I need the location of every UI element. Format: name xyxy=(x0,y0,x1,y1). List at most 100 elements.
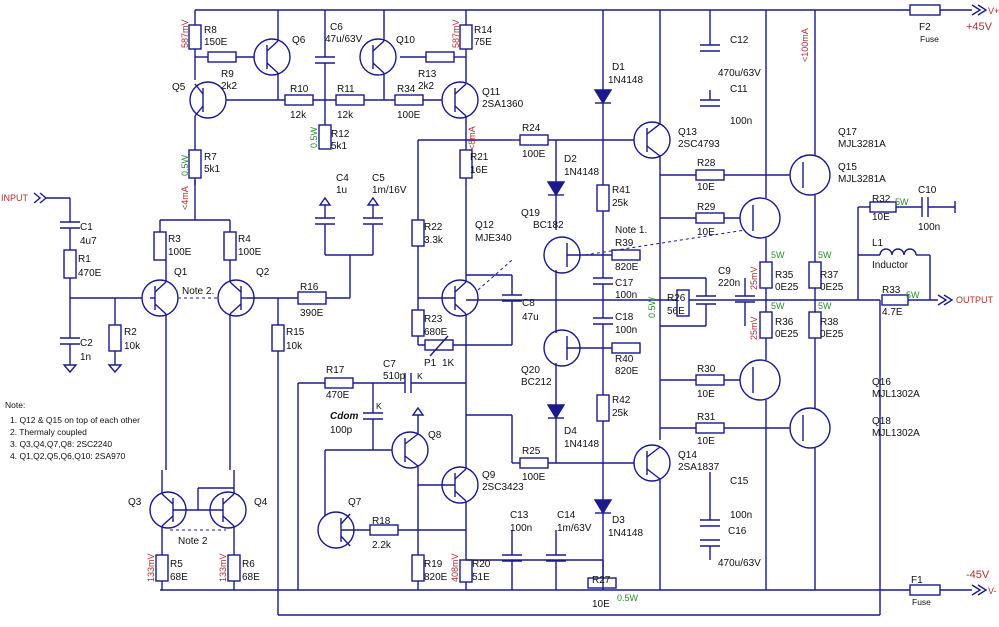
ma8-note: <8mA xyxy=(467,126,477,150)
r5 xyxy=(155,554,169,582)
c4-value: 1u xyxy=(336,185,347,196)
r10-value: 12k xyxy=(290,110,307,121)
c14-value: 1m/63V xyxy=(557,523,592,534)
l1 xyxy=(879,248,917,256)
r21-ref: R21 xyxy=(470,152,489,163)
q8-ref: Q8 xyxy=(428,430,442,441)
r18-ref: R18 xyxy=(372,516,391,527)
w05-r12-note: 0.5W xyxy=(309,126,319,148)
r10 xyxy=(284,94,314,106)
q16-symbol xyxy=(739,359,781,401)
fuse-f2-ref: F2 xyxy=(919,22,931,33)
r6 xyxy=(227,554,241,582)
r27 xyxy=(587,577,617,589)
c9-ref: C9 xyxy=(718,266,731,277)
q6-symbol xyxy=(253,38,291,76)
q13-ref: Q13 xyxy=(678,127,697,138)
w05-r26-note: 0.5W xyxy=(647,296,657,318)
q3-ref: Q3 xyxy=(128,497,142,508)
r1-value: 470E xyxy=(78,268,102,279)
c4-ref: C4 xyxy=(336,173,349,184)
d4-ref: D4 xyxy=(564,426,577,437)
note2-marker-top: Note 2. xyxy=(182,286,214,297)
r18-value: 2.2k xyxy=(372,540,392,551)
r6-value: 68E xyxy=(242,572,260,583)
r33-value: 4.7E xyxy=(882,307,903,318)
r34-ref: R34 xyxy=(397,84,416,95)
c8-value: 47u xyxy=(522,312,539,323)
r25-ref: R25 xyxy=(522,446,541,457)
q16-ref: Q16 xyxy=(872,377,891,388)
r22-value: 3.3k xyxy=(424,235,444,246)
r42-ref: R42 xyxy=(612,395,631,406)
r32-value: 10E xyxy=(872,212,890,223)
r25-value: 100E xyxy=(522,472,546,483)
note-line-2: 2. Thermaly coupled xyxy=(10,427,87,437)
r31 xyxy=(695,422,725,434)
r9-ref: R9 xyxy=(221,69,234,80)
r26 xyxy=(676,289,690,317)
r32-ref: R32 xyxy=(872,194,891,205)
c1-ref: C1 xyxy=(80,222,93,233)
r7-ref: R7 xyxy=(204,152,217,163)
top-bias xyxy=(188,10,512,275)
r20-ref: R20 xyxy=(472,559,491,570)
c5-value: 1m/16V xyxy=(372,185,407,196)
q15-symbol xyxy=(789,154,831,196)
c10-ref: C10 xyxy=(918,185,937,196)
q15-part: MJL3281A xyxy=(838,174,886,185)
r35 xyxy=(759,261,773,289)
r3-ref: R3 xyxy=(168,234,181,245)
r38-value: 0E25 xyxy=(820,329,844,340)
q4-ref: Q4 xyxy=(254,497,268,508)
r11 xyxy=(335,94,365,106)
r17-ref: R17 xyxy=(326,365,345,376)
r7-value: 5k1 xyxy=(204,164,221,175)
output-label: OUTPUT xyxy=(956,295,994,305)
output-network xyxy=(857,197,956,306)
r9 xyxy=(207,51,237,63)
q16-part: MJL1302A xyxy=(872,389,920,400)
q1-ref: Q1 xyxy=(174,267,188,278)
q19-part: BC182 xyxy=(533,220,564,231)
ma4-note: <4mA xyxy=(180,186,190,210)
pos-voltage-label: +45V xyxy=(966,21,993,33)
r2-ref: R2 xyxy=(124,327,137,338)
q9-ref: Q9 xyxy=(482,470,496,481)
q14-symbol xyxy=(633,444,671,482)
r42-value: 25k xyxy=(612,408,629,419)
v587-right-note: 587mV xyxy=(451,19,461,48)
c5-ref: C5 xyxy=(372,173,385,184)
note-line-3: 3. Q3,Q4,Q7,Q8: 2SC2240 xyxy=(10,439,112,449)
r29-value: 10E xyxy=(697,227,715,238)
r19 xyxy=(411,554,425,582)
r14-value: 75E xyxy=(474,37,492,48)
c16-ref: C16 xyxy=(728,526,747,537)
fuse-f1-ref: F1 xyxy=(911,575,923,586)
c1-value: 4u7 xyxy=(80,236,97,247)
r36 xyxy=(759,311,773,339)
note1-marker: Note 1. xyxy=(615,225,647,236)
r15-ref: R15 xyxy=(286,327,305,338)
r38-ref: R38 xyxy=(820,317,839,328)
c11-ref: C11 xyxy=(730,84,748,95)
w5-r32-note: 5W xyxy=(895,197,909,207)
r6-ref: R6 xyxy=(242,559,255,570)
input-section xyxy=(33,192,150,374)
q10-symbol xyxy=(359,38,397,76)
q18-symbol xyxy=(789,407,831,449)
q17-symbol xyxy=(739,197,781,239)
q14-part: 2SA1837 xyxy=(678,462,720,473)
r41 xyxy=(596,184,610,212)
c12-value: 470u/63V xyxy=(718,68,761,79)
r19-value: 820E xyxy=(424,572,448,583)
r15-value: 10k xyxy=(286,341,303,352)
r24 xyxy=(519,134,549,146)
positive-rail xyxy=(195,4,988,16)
vas-section xyxy=(411,134,640,560)
c17-ref: C17 xyxy=(615,278,634,289)
r8-value: 150E xyxy=(204,37,228,48)
d3-part: 1N4148 xyxy=(608,528,643,539)
r23-ref: R23 xyxy=(424,314,443,325)
c12-ref: C12 xyxy=(730,35,749,46)
